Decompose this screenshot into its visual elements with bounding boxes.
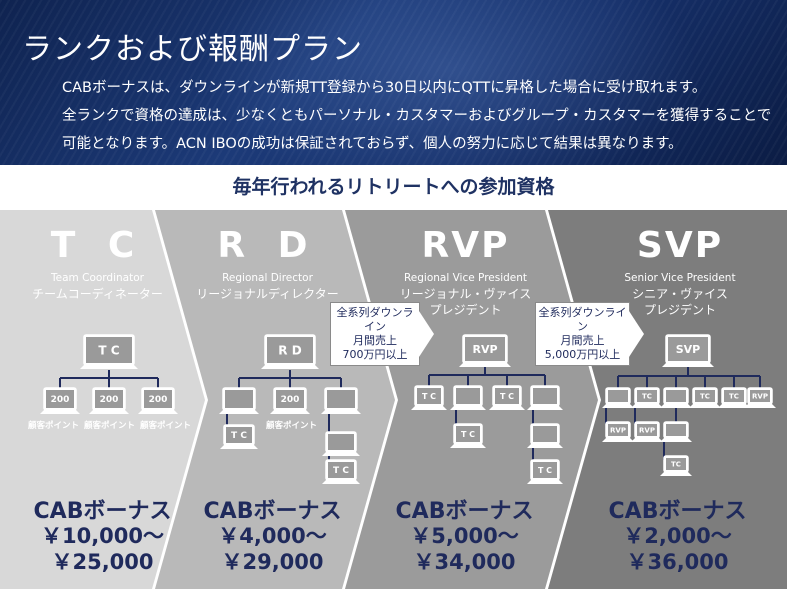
section-subtitle: 毎年行われるリトリートへの参加資格	[232, 176, 555, 198]
rank-rd-heading: R D Regional Director リージョナルディレクター	[180, 226, 355, 302]
description-line-1: CABボーナスは、ダウンラインが新規TT登録から30日以内にQTTに昇格した場合…	[62, 80, 707, 96]
rvp-requirement-callout: 全系列ダウンライン 月間売上 700万円以上	[330, 302, 434, 366]
rank-code: R D	[217, 225, 318, 266]
laptop-tc-icon: T C	[80, 334, 138, 369]
rank-ja: シニア・ヴァイス プレジデント	[632, 287, 728, 317]
laptop-label: RVP	[610, 427, 626, 435]
laptop-point-icon: 200	[270, 387, 310, 414]
rank-chevrons: T C 200 200 200 R D 200 T C T C RVP T C T C T C T C S…	[0, 210, 787, 589]
laptop-svp-icon: SVP	[662, 334, 714, 367]
rank-en: Regional Director	[222, 272, 313, 284]
laptop-label: T C	[500, 392, 514, 401]
laptop-label: 200	[149, 395, 168, 405]
laptop-label: TC	[671, 461, 681, 469]
bonus-label-rvp: CABボーナス	[395, 499, 534, 524]
laptop-label: TC	[729, 393, 739, 401]
header-banner: ランクおよび報酬プラン CABボーナスは、ダウンラインが新規TT登録から30日以…	[0, 0, 787, 165]
description: CABボーナスは、ダウンラインが新規TT登録から30日以内にQTTに昇格した場合…	[62, 74, 772, 158]
description-line-2: 全ランクで資格の達成は、少なくともパーソナル・カスタマーおよびグループ・カスタマ…	[62, 108, 772, 124]
laptop-label: T C	[538, 466, 552, 475]
laptop-icon	[527, 423, 563, 448]
laptop-label-icon: TC	[631, 387, 663, 408]
laptop-tc-icon: T C	[527, 459, 563, 484]
callout-line: 月間売上	[560, 334, 605, 347]
customer-point-label: 顧客ポイント	[28, 421, 80, 431]
laptop-icon	[219, 387, 259, 414]
laptop-label: T C	[231, 431, 247, 441]
laptop-tc-icon: T C	[411, 385, 447, 410]
rank-ja: チームコーディネーター	[32, 287, 163, 301]
bonus-max-svp: ￥36,000	[626, 550, 729, 574]
laptop-point-icon: 200	[40, 387, 80, 414]
callout-line: 700万円以上	[342, 348, 408, 361]
callout-line: 全系列ダウンライン	[336, 306, 414, 333]
bonus-max-rd: ￥29,000	[221, 550, 324, 574]
laptop-tc-icon: T C	[450, 423, 486, 448]
laptop-label: T C	[333, 466, 349, 476]
bonus-max-tc: ￥25,000	[51, 550, 154, 574]
bonus-max-rvp: ￥34,000	[413, 550, 516, 574]
callout-line: 5,000万円以上	[544, 348, 621, 361]
bonus-min-svp: ￥2,000～	[623, 524, 732, 548]
laptop-rvp-icon: RVP	[631, 421, 663, 442]
page-title: ランクおよび報酬プラン	[22, 32, 363, 67]
laptop-label: SVP	[676, 343, 701, 356]
laptop-icon	[602, 387, 634, 408]
laptop-rvp-icon: RVP	[459, 334, 511, 367]
laptop-icon	[527, 385, 563, 410]
rank-code: RVP	[421, 225, 510, 266]
laptop-label-icon: RVP	[744, 387, 776, 408]
laptop-point-icon: 200	[89, 387, 129, 414]
laptop-label: R D	[278, 343, 301, 357]
rank-rvp-heading: RVP Regional Vice President リージョナル・ヴァイス …	[378, 226, 553, 318]
laptop-label: 200	[281, 395, 300, 405]
bonus-min-tc: ￥10,000～	[40, 524, 165, 548]
rank-en: Senior Vice President	[624, 272, 736, 284]
laptop-point-icon: 200	[138, 387, 178, 414]
callout-line: 月間売上	[353, 334, 397, 347]
customer-point-label: 顧客ポイント	[266, 421, 318, 431]
laptop-label: T C	[461, 430, 475, 439]
laptop-label: RVP	[639, 427, 655, 435]
customer-point-label: 顧客ポイント	[140, 421, 192, 431]
bonus-min-rd: ￥4,000～	[218, 524, 327, 548]
laptop-tc-icon: TC	[660, 455, 692, 476]
rank-en: Team Coordinator	[51, 272, 144, 284]
laptop-label: RVP	[752, 393, 768, 401]
laptop-icon	[660, 421, 692, 442]
rank-ja: リージョナルディレクター	[196, 287, 339, 301]
laptop-label: 200	[51, 395, 70, 405]
rank-code: T C	[50, 225, 145, 266]
rank-svp-heading: SVP Senior Vice President シニア・ヴァイス プレジデン…	[590, 226, 770, 318]
customer-point-label: 顧客ポイント	[84, 421, 136, 431]
laptop-label-icon: TC	[718, 387, 750, 408]
laptop-label: 200	[100, 395, 119, 405]
laptop-tc-icon: T C	[489, 385, 525, 410]
laptop-label: T C	[98, 343, 119, 357]
svp-requirement-callout: 全系列ダウンライン 月間売上 5,000万円以上	[535, 302, 644, 366]
callout-line: 全系列ダウンライン	[538, 306, 627, 333]
laptop-icon	[322, 431, 360, 456]
laptop-label: TC	[642, 393, 652, 401]
laptop-icon	[321, 387, 361, 414]
bonus-min-rvp: ￥5,000～	[410, 524, 519, 548]
rank-ja: リージョナル・ヴァイス プレジデント	[399, 287, 532, 317]
laptop-label-icon: TC	[689, 387, 721, 408]
laptop-label: RVP	[472, 343, 497, 356]
bonus-label-svp: CABボーナス	[608, 499, 747, 524]
laptop-label: T C	[422, 392, 436, 401]
rank-code: SVP	[636, 225, 724, 266]
laptop-tc-icon: T C	[220, 424, 258, 449]
rank-tc-heading: T C Team Coordinator チームコーディネーター	[10, 226, 185, 302]
bonus-label-rd: CABボーナス	[203, 499, 342, 524]
laptop-icon	[660, 387, 692, 408]
description-line-3: 可能となります。ACN IBOの成功は保証されておらず、個人の努力に応じて結果は…	[62, 136, 683, 152]
laptop-rvp-icon: RVP	[602, 421, 634, 442]
laptop-label: TC	[700, 393, 710, 401]
rank-en: Regional Vice President	[403, 272, 528, 284]
laptop-icon	[450, 385, 486, 410]
laptop-rd-icon: R D	[261, 334, 319, 369]
bonus-label-tc: CABボーナス	[33, 499, 172, 524]
laptop-tc-icon: T C	[322, 459, 360, 484]
